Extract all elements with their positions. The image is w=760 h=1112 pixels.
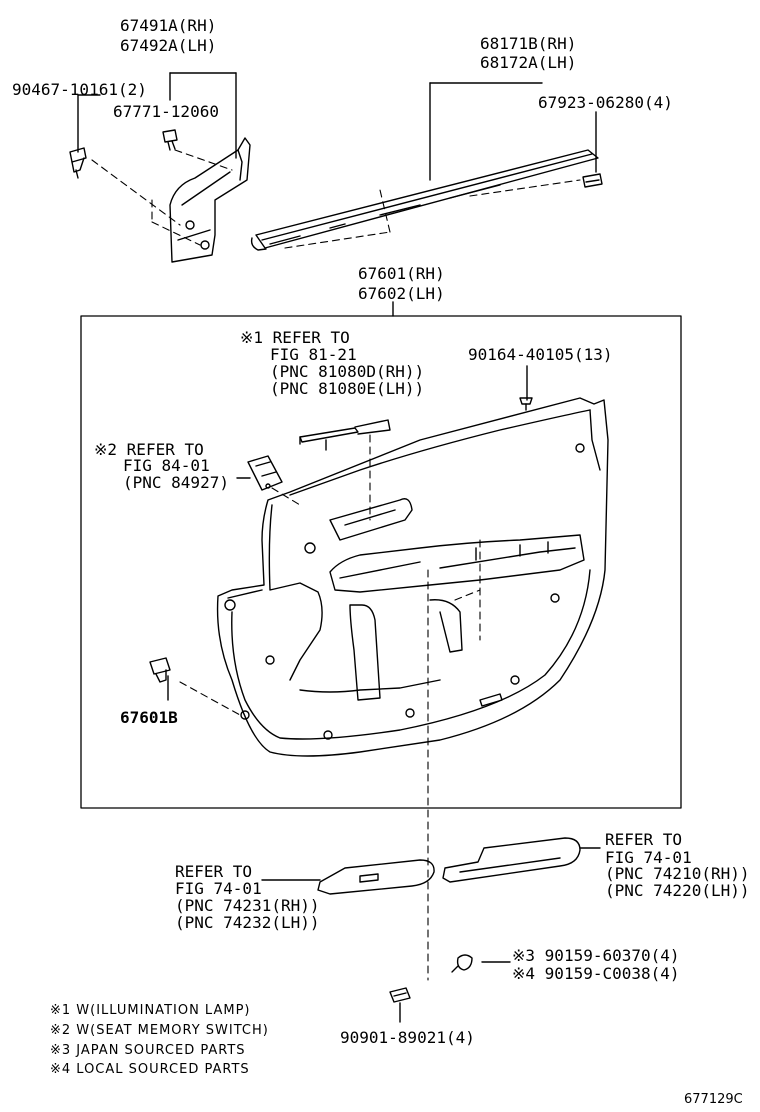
ref74b-line4: (PNC 74232(LH)) xyxy=(175,913,320,932)
ref2-line1: ※2 REFER TO xyxy=(94,440,204,459)
door-trim-frame xyxy=(80,315,682,809)
belt-weatherstrip xyxy=(250,149,599,251)
trim-clip-icon xyxy=(149,657,171,683)
part-68171b-label: 68171B(RH) xyxy=(480,34,577,53)
power-window-switch-bezel-left xyxy=(317,859,435,895)
bezel-clip-icon xyxy=(389,987,411,1003)
ref2-line2: FIG 84-01 xyxy=(123,456,210,475)
weatherstrip-clip-icon xyxy=(582,173,603,188)
push-clip-icon xyxy=(69,147,87,179)
assembly-lines xyxy=(91,149,581,981)
footnote-1: ※1 W(ILLUMINATION LAMP) xyxy=(50,1003,251,1018)
part-67492a-label: 67492A(LH) xyxy=(120,36,217,55)
ref1-line1: ※1 REFER TO xyxy=(240,328,350,347)
part-90164-label: 90164-40105(13) xyxy=(468,345,613,364)
footnote-4: ※4 LOCAL SOURCED PARTS xyxy=(50,1062,250,1077)
ref74b-line2: FIG 74-01 xyxy=(175,879,262,898)
leader-lines xyxy=(77,72,601,1023)
footnote-2: ※2 W(SEAT MEMORY SWITCH) xyxy=(50,1023,269,1038)
part-67601-label: 67601(RH) xyxy=(358,264,445,283)
footnote-3: ※3 JAPAN SOURCED PARTS xyxy=(50,1043,246,1058)
ref1-line2: FIG 81-21 xyxy=(270,345,357,364)
part-90159-60370-label: ※3 90159-60370(4) xyxy=(512,946,680,965)
bezel-screw-icon xyxy=(451,954,473,973)
corner-trim-piece xyxy=(169,137,251,263)
ref74a-line1: REFER TO xyxy=(605,830,683,849)
part-67601b-label: 67601B xyxy=(120,708,178,727)
screw-icon xyxy=(519,397,533,411)
part-90467-label: 90467-10161(2) xyxy=(12,80,147,99)
power-window-switch-bezel-right xyxy=(442,837,581,883)
door-trim-panel xyxy=(216,397,609,757)
part-67602-label: 67602(LH) xyxy=(358,284,445,303)
illumination-lamp-icon xyxy=(299,419,391,445)
ref74b-line1: REFER TO xyxy=(175,862,253,881)
ref74a-line2: FIG 74-01 xyxy=(605,848,692,867)
ref74a-line3: (PNC 74210(RH)) xyxy=(605,864,750,883)
part-68172a-label: 68172A(LH) xyxy=(480,53,577,72)
part-67771-label: 67771-12060 xyxy=(113,102,219,121)
part-90159-c0038-label: ※4 90159-C0038(4) xyxy=(512,964,680,983)
fastener-clip-icon xyxy=(162,129,178,151)
ref2-line3: (PNC 84927) xyxy=(123,473,229,492)
ref74b-line3: (PNC 74231(RH)) xyxy=(175,896,320,915)
ref1-line3: (PNC 81080D(RH)) xyxy=(270,362,425,381)
figure-id: 677129C xyxy=(684,1092,743,1107)
part-67491a-label: 67491A(RH) xyxy=(120,16,217,35)
part-90901-label: 90901-89021(4) xyxy=(340,1028,475,1047)
part-67923-label: 67923-06280(4) xyxy=(538,93,673,112)
ref1-line4: (PNC 81080E(LH)) xyxy=(270,379,425,398)
seat-memory-switch-icon xyxy=(247,455,283,491)
ref74a-line4: (PNC 74220(LH)) xyxy=(605,881,750,900)
